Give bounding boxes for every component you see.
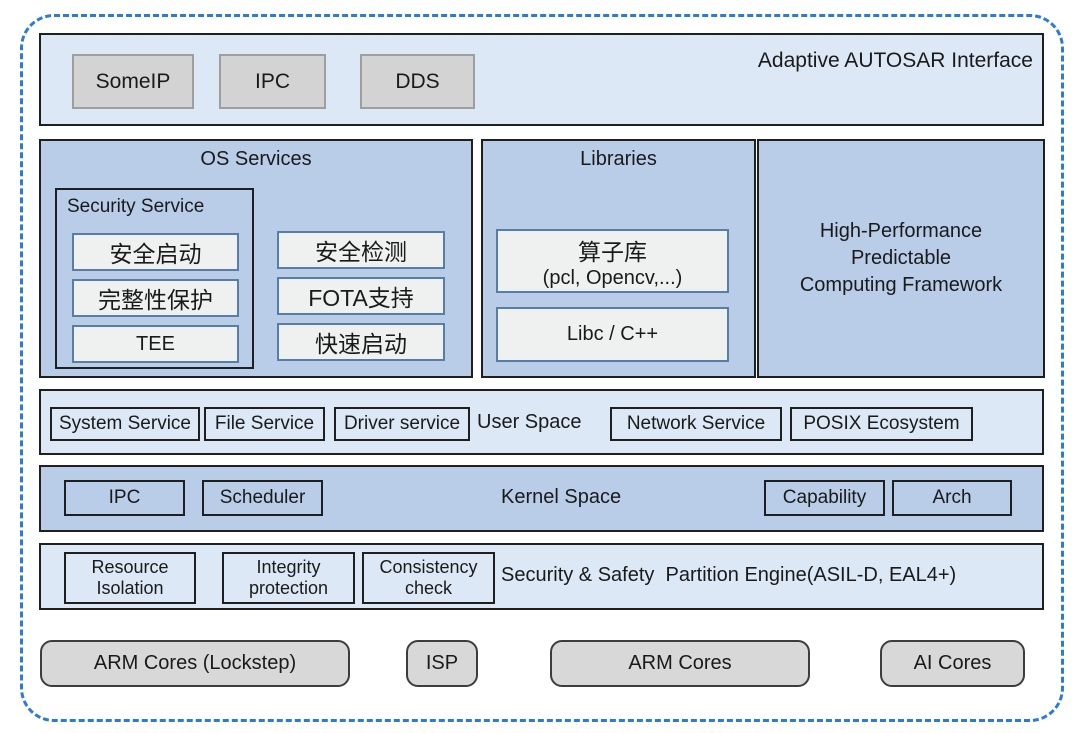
integrity-protection-chip: 完整性保护	[72, 279, 239, 317]
arm-cores-lockstep-label: ARM Cores (Lockstep)	[93, 652, 297, 674]
resource-isolation-line1: Resource	[91, 556, 169, 577]
ipc-chip: IPC	[219, 54, 326, 109]
security-service-box: Security Service 安全启动 完整性保护 TEE	[55, 188, 254, 369]
os-services-box: OS Services Security Service 安全启动 完整性保护 …	[39, 139, 473, 378]
libraries-box: Libraries 算子库 (pcl, Opencv,...) Libc / C…	[481, 139, 756, 378]
fota-support-label: FOTA支持	[308, 285, 414, 311]
ai-cores-chip: AI Cores	[880, 640, 1025, 687]
kernel-ipc-label: IPC	[108, 487, 141, 508]
computing-framework-title: High-Performance Predictable Computing F…	[759, 141, 1043, 376]
fast-boot-label: 快速启动	[315, 331, 407, 357]
tee-label: TEE	[136, 332, 175, 355]
operator-library-sublabel: (pcl, Opencv,...)	[542, 266, 683, 289]
security-safety-label: Security & Safety Partition Engine(ASIL-…	[501, 564, 957, 586]
consistency-check-chip: Consistency check	[362, 552, 495, 604]
secure-boot-chip: 安全启动	[72, 233, 239, 271]
someip-label: SomeIP	[95, 69, 171, 93]
network-service-label: Network Service	[626, 413, 766, 434]
driver-service-label: Driver service	[343, 413, 461, 434]
capability-chip: Capability	[764, 480, 885, 516]
user-space-row: System Service File Service Driver servi…	[39, 389, 1044, 455]
resource-isolation-chip: Resource Isolation	[64, 552, 196, 604]
posix-ecosystem-label: POSIX Ecosystem	[803, 413, 960, 434]
security-safety-row: Resource Isolation Integrity protection …	[39, 543, 1044, 610]
arm-cores-lockstep-chip: ARM Cores (Lockstep)	[40, 640, 350, 687]
framework-line-3: Computing Framework	[799, 274, 1003, 296]
consistency-check-line1: Consistency	[379, 556, 478, 577]
scheduler-label: Scheduler	[219, 487, 306, 508]
isp-label: ISP	[425, 652, 459, 674]
security-detection-label: 安全检测	[315, 239, 407, 265]
posix-ecosystem-chip: POSIX Ecosystem	[790, 407, 973, 441]
isp-chip: ISP	[406, 640, 478, 687]
adaptive-autosar-interface-title: Adaptive AUTOSAR Interface	[757, 49, 1033, 72]
fota-support-chip: FOTA支持	[277, 277, 445, 315]
integrity-protection-row-chip: Integrity protection	[222, 552, 355, 604]
resource-isolation-line2: Isolation	[96, 578, 164, 598]
kernel-space-row: IPC Scheduler Kernel Space Capability Ar…	[39, 465, 1044, 532]
dds-label: DDS	[395, 69, 440, 93]
ipc-label: IPC	[254, 69, 290, 93]
framework-line-2: Predictable	[850, 247, 952, 269]
someip-chip: SomeIP	[72, 54, 194, 109]
integrity-protection-line2: protection	[248, 578, 329, 598]
kernel-space-label: Kernel Space	[501, 486, 622, 508]
secure-boot-label: 安全启动	[109, 241, 202, 267]
scheduler-chip: Scheduler	[202, 480, 323, 516]
capability-label: Capability	[782, 487, 867, 508]
libraries-title: Libraries	[580, 148, 657, 170]
fast-boot-chip: 快速启动	[277, 323, 445, 361]
security-service-title: Security Service	[67, 196, 205, 217]
integrity-protection-label: 完整性保护	[98, 287, 213, 313]
libc-cpp-chip: Libc / C++	[496, 307, 729, 362]
security-detection-chip: 安全检测	[277, 231, 445, 269]
libc-cpp-label: Libc / C++	[566, 323, 659, 345]
network-service-chip: Network Service	[610, 407, 782, 441]
outer-dashed-border	[20, 14, 1064, 722]
arm-cores-chip: ARM Cores	[550, 640, 810, 687]
ai-cores-label: AI Cores	[913, 652, 992, 674]
adaptive-autosar-interface-bar: SomeIP IPC DDS Adaptive AUTOSAR Interfac…	[39, 33, 1044, 126]
arch-label: Arch	[932, 487, 972, 508]
driver-service-chip: Driver service	[334, 407, 470, 441]
system-service-label: System Service	[59, 413, 191, 434]
system-service-chip: System Service	[50, 407, 200, 441]
arch-chip: Arch	[892, 480, 1012, 516]
file-service-label: File Service	[214, 413, 315, 434]
kernel-ipc-chip: IPC	[64, 480, 185, 516]
tee-chip: TEE	[72, 325, 239, 363]
operator-library-chip: 算子库 (pcl, Opencv,...)	[496, 229, 729, 293]
user-space-label: User Space	[477, 411, 582, 433]
dds-chip: DDS	[360, 54, 475, 109]
integrity-protection-line1: Integrity	[256, 556, 321, 577]
operator-library-label: 算子库	[578, 238, 647, 265]
file-service-chip: File Service	[204, 407, 325, 441]
computing-framework-box: High-Performance Predictable Computing F…	[757, 139, 1045, 378]
os-services-title: OS Services	[200, 148, 312, 170]
consistency-check-line2: check	[404, 578, 453, 598]
framework-line-1: High-Performance	[819, 220, 983, 242]
arm-cores-label: ARM Cores	[628, 652, 732, 674]
